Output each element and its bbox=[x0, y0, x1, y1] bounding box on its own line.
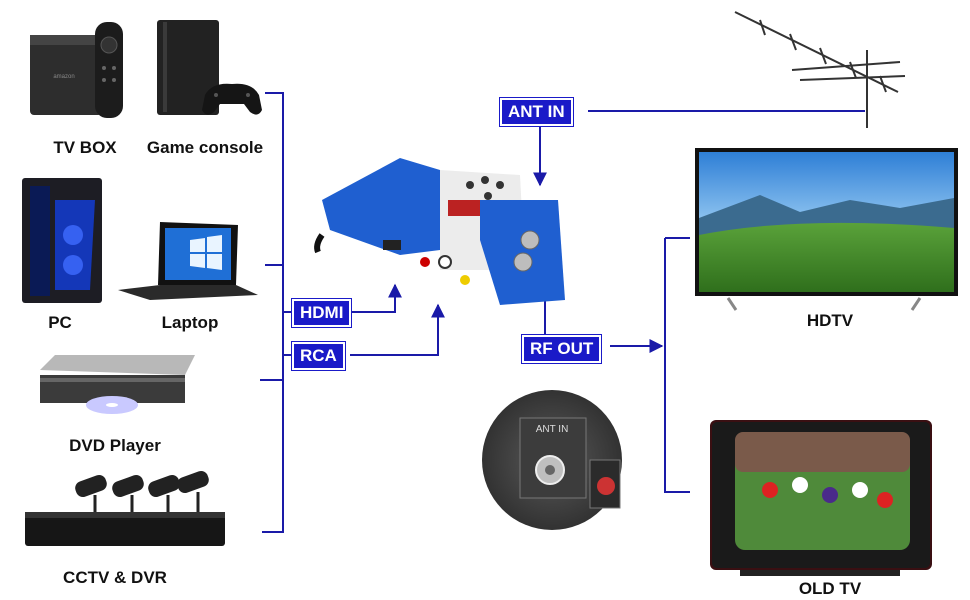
tv-box-label: TV BOX bbox=[35, 138, 135, 158]
old-tv-label: OLD TV bbox=[775, 579, 885, 599]
modulator-image bbox=[317, 158, 565, 305]
hdmi-tag: HDMI bbox=[292, 299, 351, 327]
game-console-image bbox=[157, 20, 262, 115]
cctv-dvr-label: CCTV & DVR bbox=[55, 568, 175, 588]
pc-image bbox=[22, 178, 102, 303]
source-bracket bbox=[260, 93, 292, 532]
laptop-label: Laptop bbox=[140, 313, 240, 333]
game-console-label: Game console bbox=[140, 138, 270, 158]
dvd-player-image bbox=[40, 355, 195, 414]
laptop-image bbox=[118, 222, 258, 300]
ant-in-inset-image: ANT IN bbox=[482, 390, 622, 530]
inset-ant-in-label: ANT IN bbox=[536, 424, 569, 435]
cctv-image bbox=[25, 469, 225, 546]
input-lines bbox=[350, 285, 438, 355]
hdtv-label: HDTV bbox=[780, 311, 880, 331]
tv-box-logo-text: amazon bbox=[53, 74, 74, 80]
dvd-player-label: DVD Player bbox=[55, 436, 175, 456]
hdtv-image bbox=[695, 148, 958, 310]
tv-box-image: amazon bbox=[30, 22, 123, 118]
rca-tag: RCA bbox=[292, 342, 345, 370]
ant-in-tag: ANT IN bbox=[500, 98, 573, 126]
old-tv-image bbox=[710, 420, 932, 576]
pc-label: PC bbox=[20, 313, 100, 333]
rf-out-tag: RF OUT bbox=[522, 335, 601, 363]
